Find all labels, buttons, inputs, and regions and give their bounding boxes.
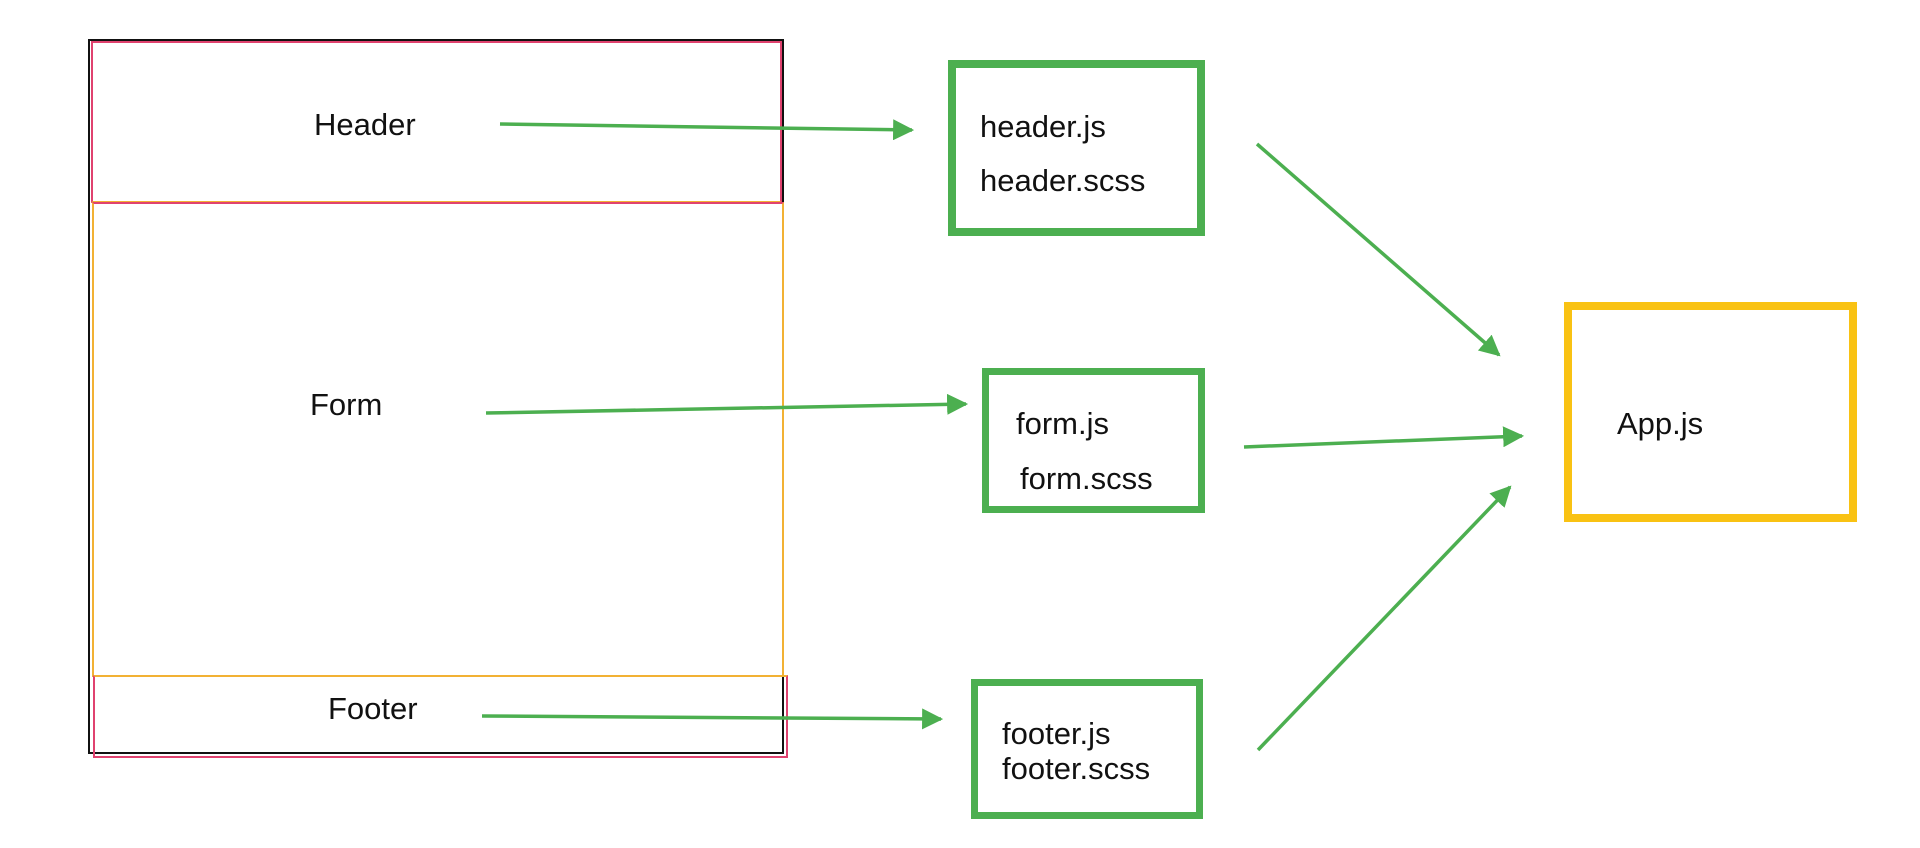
form-section-label: Form	[310, 387, 383, 422]
header-section-label: Header	[314, 107, 416, 142]
form-js-file: form.js	[1016, 406, 1109, 441]
header-files-box: header.js header.scss	[948, 60, 1205, 236]
footer-files-box: footer.js footer.scss	[971, 679, 1203, 819]
form-files-box: form.js form.scss	[982, 368, 1205, 513]
footer-section-label: Footer	[328, 691, 418, 726]
header-scss-file: header.scss	[980, 163, 1146, 198]
footer-scss-file: footer.scss	[1002, 751, 1151, 786]
app-js-file: App.js	[1617, 406, 1704, 441]
footer-js-file: footer.js	[1002, 716, 1111, 751]
arrow-header-to-files	[499, 119, 915, 141]
app-box: App.js	[1564, 302, 1857, 522]
arrow-footer-files-to-app	[1256, 485, 1512, 752]
arrow-form-to-files	[485, 393, 969, 415]
arrow-header-files-to-app	[1255, 142, 1501, 357]
header-js-file: header.js	[980, 109, 1106, 144]
arrow-footer-to-files	[481, 708, 944, 730]
arrow-form-files-to-app	[1243, 426, 1525, 449]
form-scss-file: form.scss	[1020, 461, 1153, 496]
